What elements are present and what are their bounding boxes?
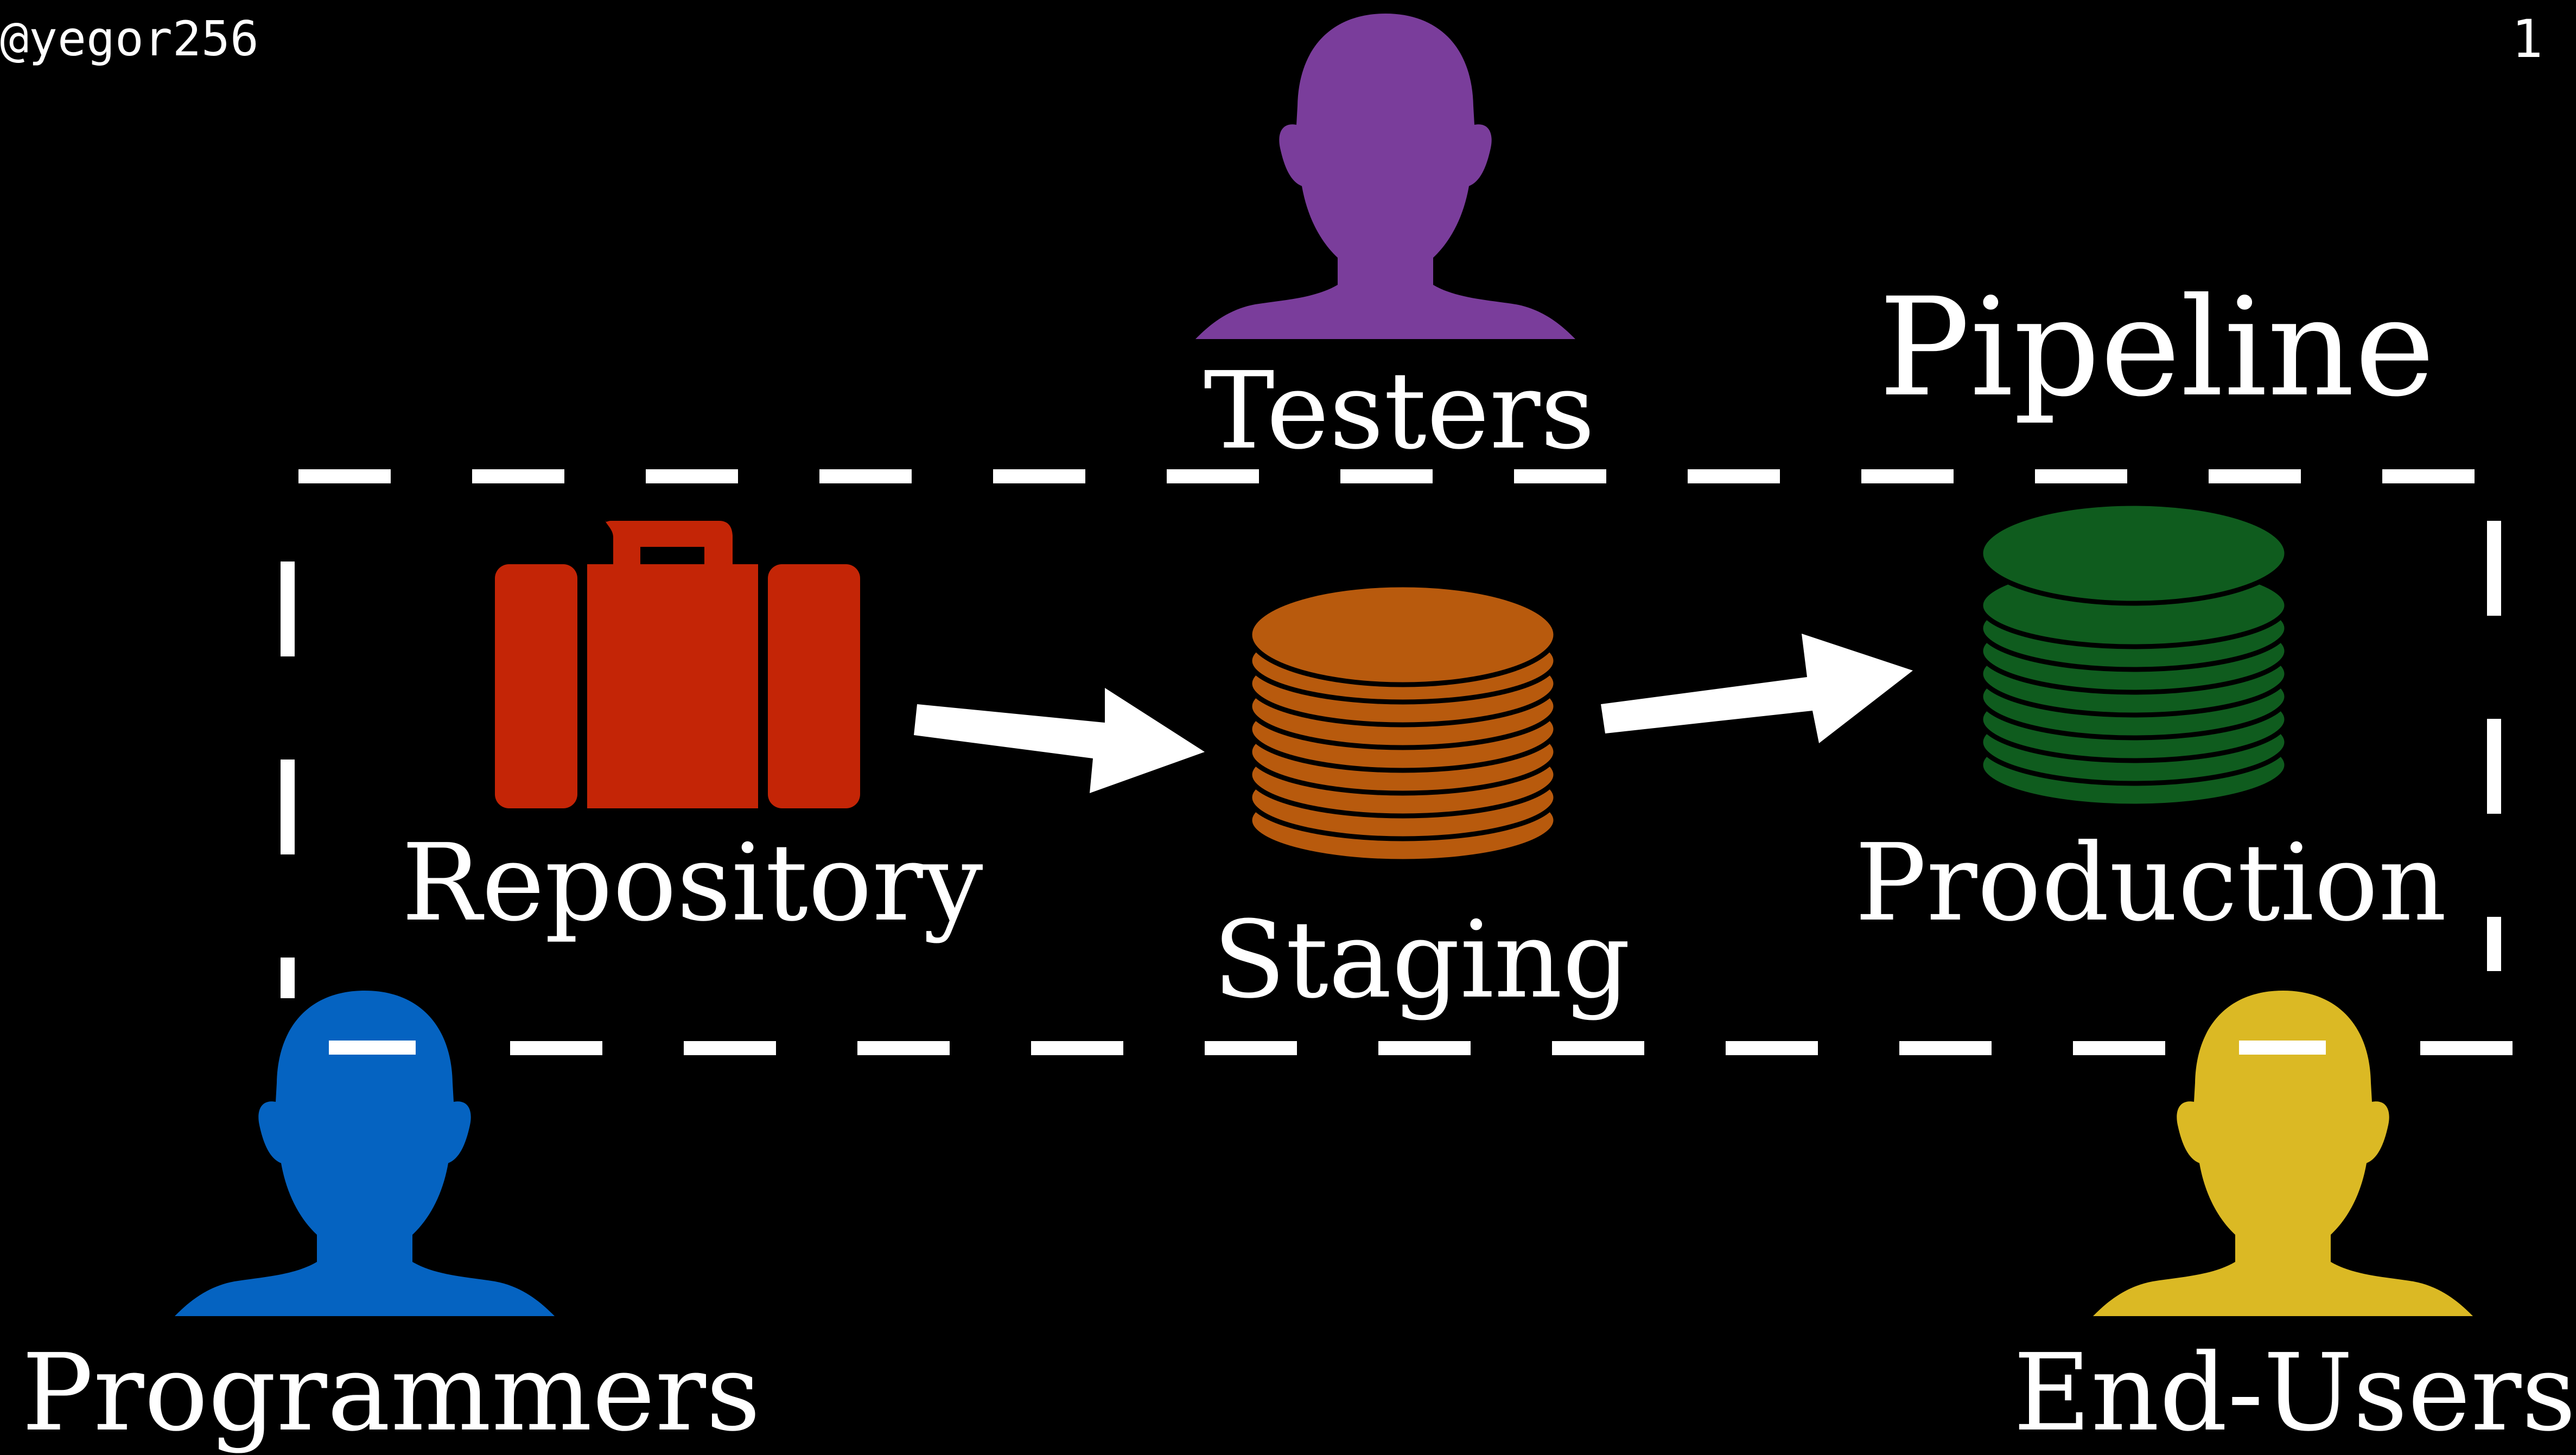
programmers-head-bar xyxy=(329,1041,416,1055)
end-users-person-icon xyxy=(2093,991,2473,1316)
production-database-icon xyxy=(1978,501,2289,809)
testers-label: Testers xyxy=(1204,349,1595,473)
end-users-head-bar xyxy=(2239,1041,2326,1055)
pipeline-boundary xyxy=(281,469,2513,1055)
testers-person-icon xyxy=(1195,14,1575,339)
edge-staging-production xyxy=(1601,634,1913,743)
slide-number: 1 xyxy=(2511,9,2543,69)
author-handle: @yegor256 xyxy=(0,11,259,67)
briefcase-icon xyxy=(495,520,860,808)
end-users-label: End-Users xyxy=(2013,1331,2576,1455)
repository-label: Repository xyxy=(402,821,983,945)
production-label: Production xyxy=(1855,821,2447,945)
staging-database-icon xyxy=(1247,582,1559,864)
diagram-title: Pipeline xyxy=(1879,269,2435,426)
staging-label: Staging xyxy=(1213,898,1631,1022)
programmers-person-icon xyxy=(175,991,555,1316)
programmers-label: Programmers xyxy=(22,1331,761,1455)
edge-repository-staging xyxy=(914,688,1205,793)
